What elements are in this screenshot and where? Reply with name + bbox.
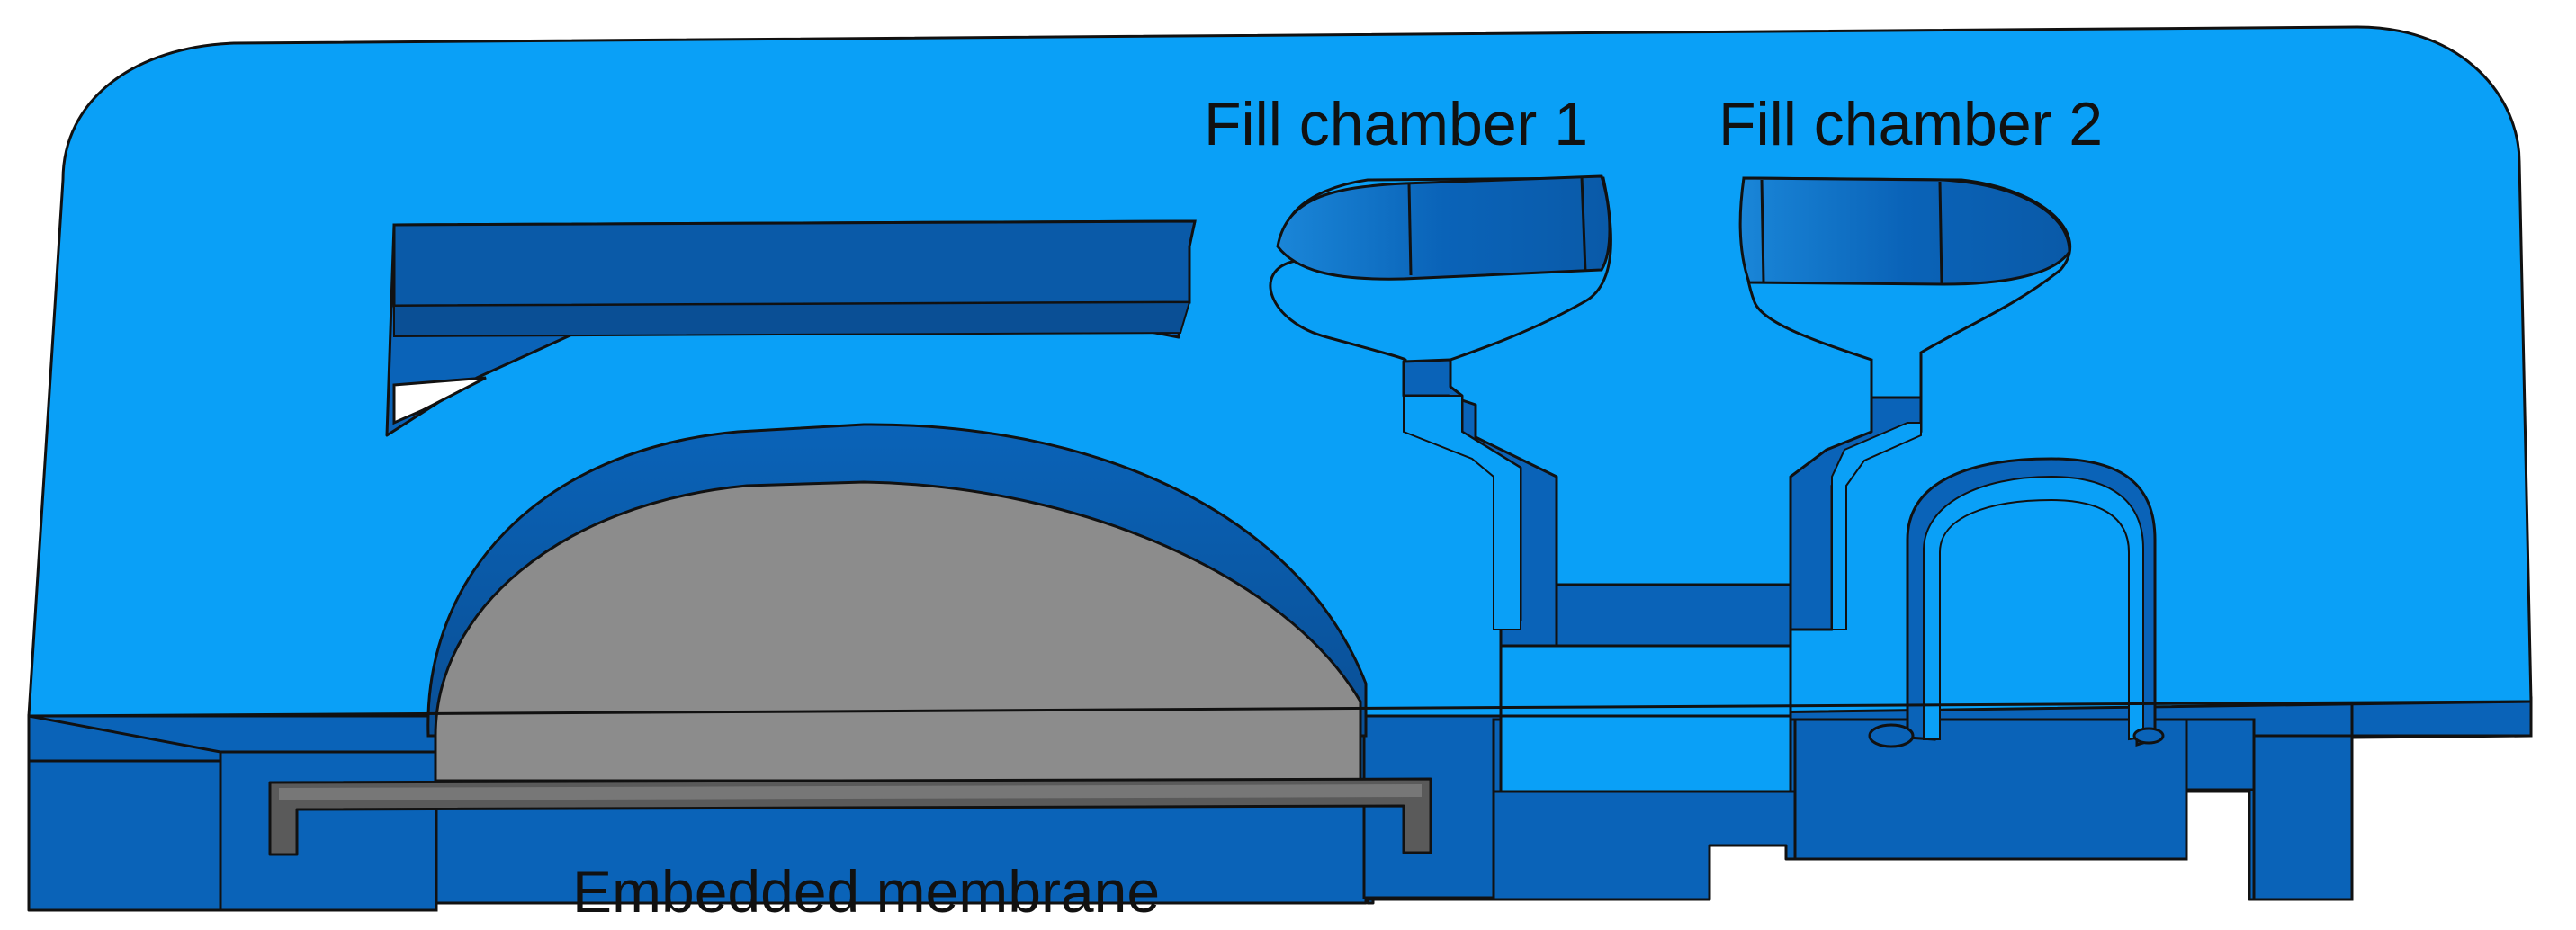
membrane-frame bbox=[268, 777, 1432, 856]
chamber-bridge bbox=[1499, 583, 1792, 793]
top-channel-slot bbox=[385, 219, 1197, 437]
top-front-edge bbox=[28, 700, 2532, 718]
embedded-membrane-label: Embedded membrane bbox=[572, 858, 1161, 925]
fill-chamber-2-label: Fill chamber 2 bbox=[1719, 90, 2104, 158]
fill-chamber-1-label: Fill chamber 1 bbox=[1204, 90, 1589, 158]
fill-chamber-2 bbox=[1738, 176, 2072, 631]
membrane-well bbox=[426, 423, 1368, 782]
u-channel bbox=[1868, 457, 2165, 748]
embedded-membrane-surface bbox=[434, 480, 1362, 782]
fill-chamber-1 bbox=[1269, 174, 1612, 648]
